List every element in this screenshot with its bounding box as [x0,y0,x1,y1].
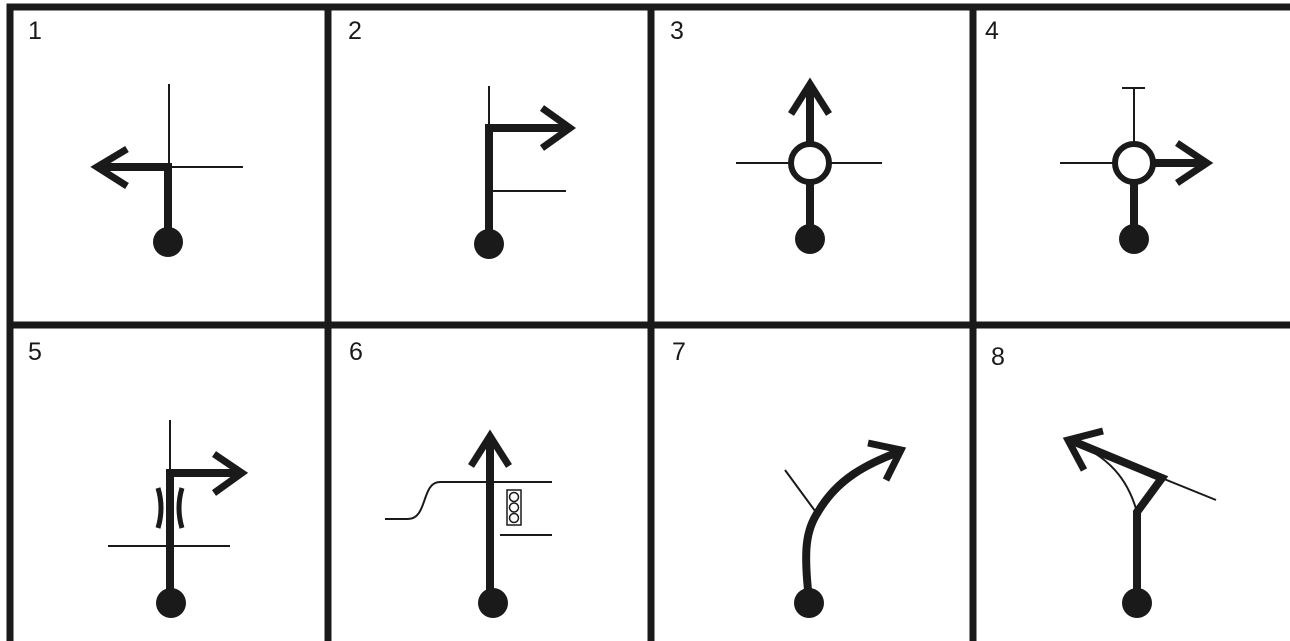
panel-2: 2 [348,17,577,259]
traffic-light-icon [506,489,522,526]
turn-left-at-intersection-icon [90,84,243,257]
panel-6: 6 [349,338,552,618]
panel-1: 1 [28,17,243,257]
panel-3: 3 [670,17,882,254]
straight-ahead-at-traffic-light-icon [385,429,552,618]
panel-number: 2 [348,17,362,45]
panel-number: 1 [28,17,42,45]
panel-4: 4 [985,17,1214,254]
panel-number: 4 [985,17,999,45]
panel-8: 8 [991,343,1217,618]
bear-right-at-fork-icon [784,439,907,618]
roundabout-straight-ahead-icon [736,77,882,254]
sharp-left-at-junction-icon [1062,427,1217,618]
panel-number: 8 [991,343,1005,371]
panel-7: 7 [672,338,907,618]
grid-frame [6,3,1290,641]
panel-5: 5 [28,338,249,618]
panel-number: 6 [349,338,363,366]
turn-right-before-side-road-icon [474,86,577,259]
roundabout-first-exit-right-icon [1060,87,1214,254]
turn-right-after-bridge-icon [108,420,249,618]
panel-number: 7 [672,338,686,366]
panel-number: 3 [670,17,684,45]
panel-number: 5 [28,338,42,366]
